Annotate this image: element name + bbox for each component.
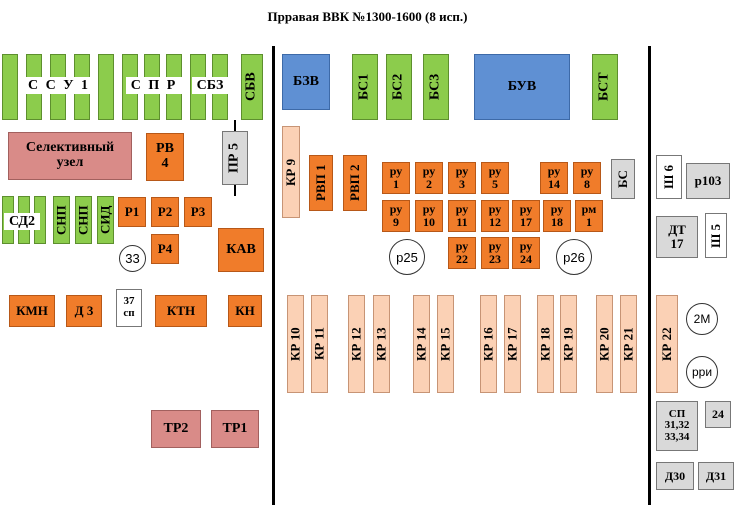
sd2-label: СД2 [4,213,40,230]
diagram-title: Прравая ВВК №1300-1600 (8 исп.) [267,9,468,24]
kr18-block: КР 18 [537,295,554,393]
divider-right [648,46,651,505]
kr10-block: КР 10 [287,295,304,393]
kr22-block: КР 22 [656,295,678,393]
buv-block: БУВ [474,54,570,120]
bs1-block: БС1 [352,54,378,120]
sp31-block: СП 31,32 33,34 [656,401,698,451]
bs2-block: БС2 [386,54,412,120]
block-24: 24 [705,401,731,428]
r4-block: Р4 [151,234,179,264]
circle-rri: рри [686,356,718,388]
kr19-block: КР 19 [560,295,577,393]
sbv-block: СБВ [241,54,263,120]
ru14-block: ру 14 [540,162,568,194]
circle-p25: р25 [389,239,425,275]
bs3-block: БС3 [423,54,449,120]
sp37-block: 37 сп [116,289,142,327]
kn-block: КН [228,295,262,327]
tr2-block: ТР2 [151,410,201,448]
kr11-block: КР 11 [311,295,328,393]
kr9-block: КР 9 [282,126,300,218]
snp1-block: СНП [53,196,70,244]
kr13-block: КР 13 [373,295,390,393]
kr17-block: КР 17 [504,295,521,393]
ru10-block: ру 10 [415,200,443,232]
ssu1-label: С С У 1 [24,77,94,94]
ru11-block: ру 11 [448,200,476,232]
ru1-block: ру 1 [382,162,410,194]
rm1-block: рм 1 [575,200,603,232]
circle-2m: 2М [686,303,718,335]
kav-block: КАВ [218,228,264,272]
ru2-block: ру 2 [415,162,443,194]
rvp2-block: РВП 2 [343,155,367,211]
spr-label: С П Р [126,77,182,94]
kr15-block: КР 15 [437,295,454,393]
snp2-block: СНП [75,196,92,244]
r3-block: Р3 [184,197,212,227]
ru9-block: ру 9 [382,200,410,232]
divider-left [272,46,275,505]
ru18-block: ру 18 [543,200,571,232]
bst-block: БСТ [592,54,618,120]
d30-block: Д30 [656,462,694,490]
kmn-block: КМН [9,295,55,327]
sh5-block: Ш 5 [705,213,727,258]
kr12-block: КР 12 [348,295,365,393]
selective-node: Селективный узел [8,132,132,180]
ssu1-slat [98,54,114,120]
rvp1-block: РВП 1 [309,155,333,211]
ru3-block: ру 3 [448,162,476,194]
bzv-block: БЗВ [282,54,330,110]
dt17-block: ДТ 17 [656,216,698,258]
bs-block: БС [611,159,635,199]
ssu1-slat [2,54,18,120]
circle-p26: р26 [556,239,592,275]
d31-block: Д31 [698,462,734,490]
pr5-block: ПР 5 [222,131,248,185]
ru22-block: ру 22 [448,237,476,269]
rv4-block: РВ 4 [146,133,184,181]
ru17-block: ру 17 [512,200,540,232]
sh6-block: Ш 6 [656,155,682,199]
ru12-block: ру 12 [481,200,509,232]
ru5-block: ру 5 [481,162,509,194]
circle-33: 33 [119,245,146,272]
tr1-block: ТР1 [211,410,259,448]
ktn-block: КТН [155,295,207,327]
ru24-block: ру 24 [512,237,540,269]
sid-block: СИД [97,196,114,244]
kr21-block: КР 21 [620,295,637,393]
p103-block: р103 [686,163,730,199]
kr20-block: КР 20 [596,295,613,393]
d3-block: Д 3 [66,295,102,327]
ru8-block: ру 8 [573,162,601,194]
r2-block: Р2 [151,197,179,227]
kr16-block: КР 16 [480,295,497,393]
sbz-label: СБЗ [192,77,228,94]
ru23-block: ру 23 [481,237,509,269]
r1-block: Р1 [118,197,146,227]
kr14-block: КР 14 [413,295,430,393]
